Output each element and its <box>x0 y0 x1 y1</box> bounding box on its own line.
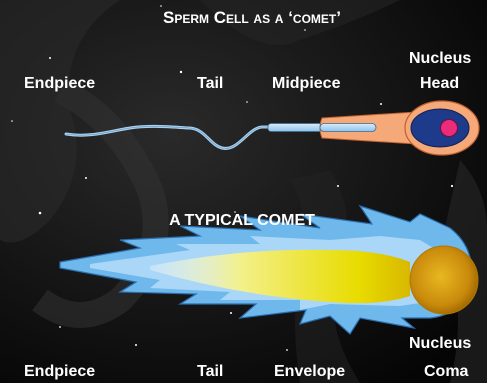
sperm-label-head: Head <box>420 75 459 92</box>
sperm-nucleus <box>441 120 458 137</box>
sperm-label-tail: Tail <box>197 75 223 92</box>
sperm-label-midpiece: Midpiece <box>272 75 341 92</box>
comet-label-endpiece: Endpiece <box>24 363 95 380</box>
sperm-label-endpiece: Endpiece <box>24 75 95 92</box>
sperm-label-nucleus: Nucleus <box>409 50 471 67</box>
sperm-midpiece-inner <box>320 124 376 132</box>
comet-label-coma: Coma <box>424 363 469 380</box>
comet-label-nucleus: Nucleus <box>409 335 471 352</box>
comet-label-tail: Tail <box>197 363 223 380</box>
sperm-title: Sperm Cell as a ‘comet’ <box>163 8 341 27</box>
comet-label-envelope: Envelope <box>274 363 345 380</box>
comet-title: A typical comet <box>169 212 315 229</box>
